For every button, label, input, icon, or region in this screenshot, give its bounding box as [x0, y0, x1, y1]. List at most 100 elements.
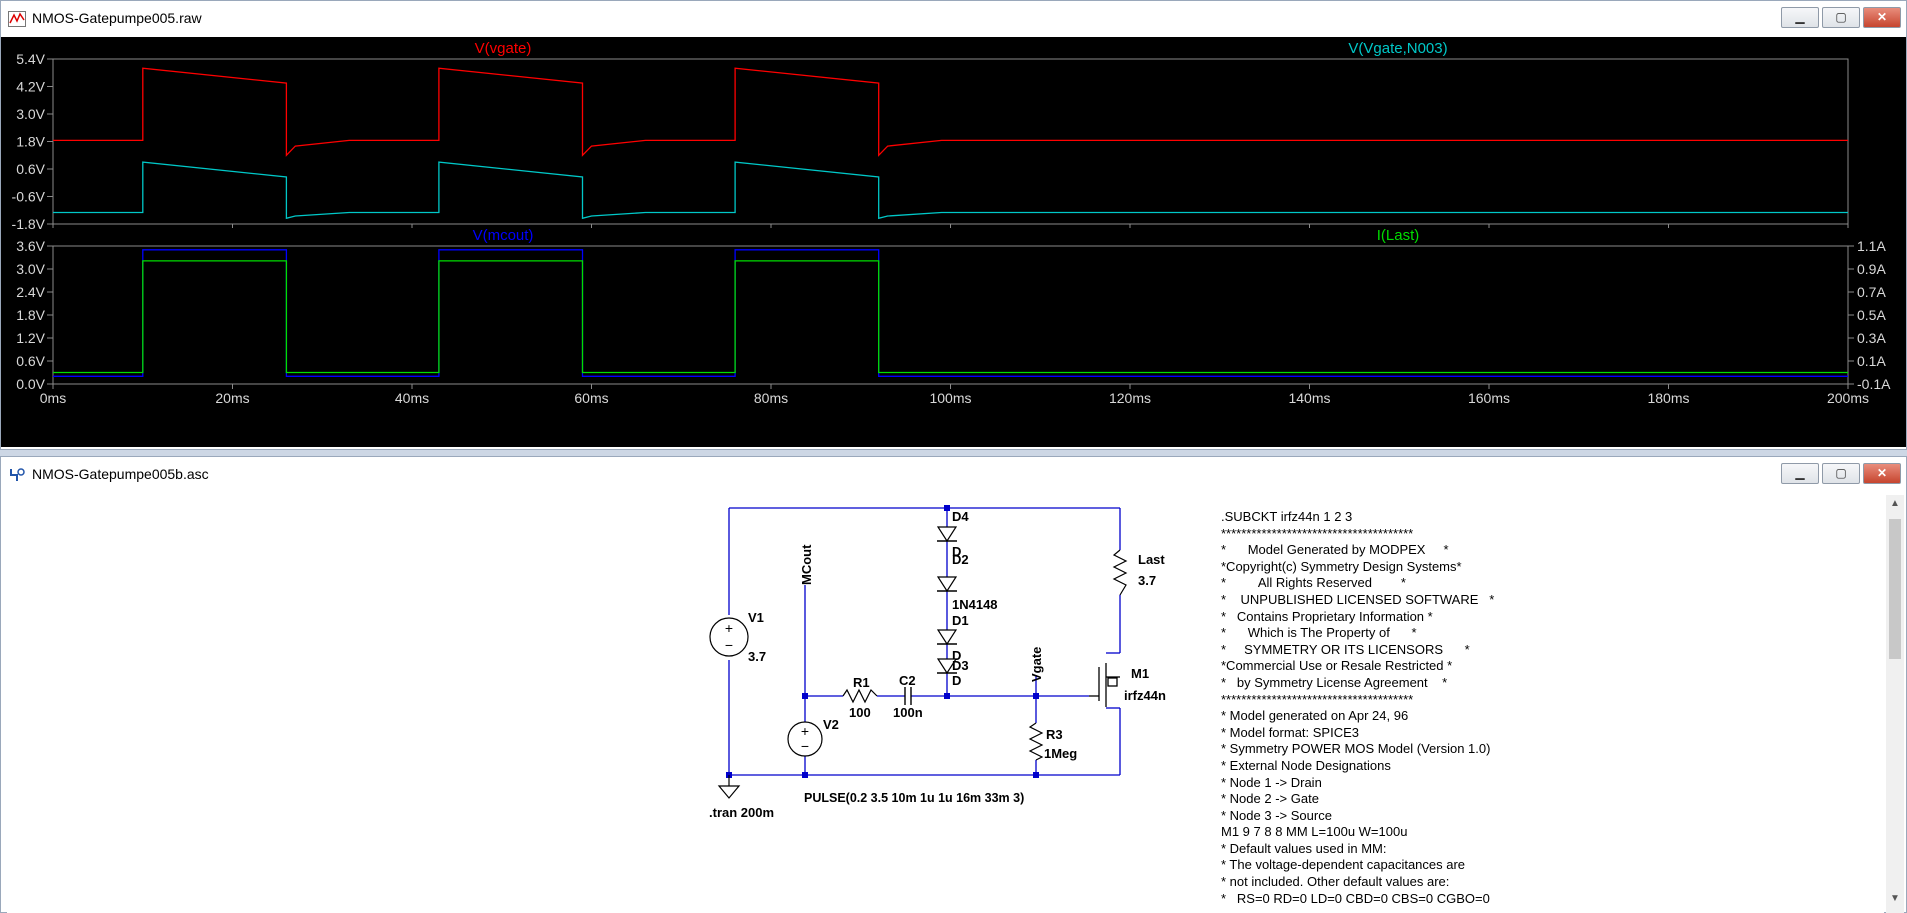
- x-tick-label: 180ms: [1647, 390, 1689, 406]
- v1-name: V1: [748, 610, 764, 625]
- tran-directive[interactable]: .tran 200m: [709, 805, 774, 820]
- svg-text:−: −: [725, 637, 733, 653]
- v1-source[interactable]: + −: [709, 617, 749, 657]
- v2-value: PULSE(0.2 3.5 10m 1u 1u 16m 33m 3): [804, 791, 1024, 805]
- spice-model-text[interactable]: .SUBCKT irfz44n 1 2 3*******************…: [1221, 509, 1494, 907]
- top-y-tick-label: 0.6V: [16, 161, 45, 177]
- maximize-button[interactable]: ▢: [1822, 7, 1860, 28]
- spice-line: .SUBCKT irfz44n 1 2 3: [1221, 509, 1353, 524]
- bottom-y-tick-label: 0.0V: [16, 376, 45, 392]
- waveform-plot[interactable]: V(vgate) V(Vgate,N003) V(mcout) I(Last) …: [1, 37, 1906, 447]
- spice-line: * Contains Proprietary Information *: [1221, 608, 1433, 624]
- spice-line: * SYMMETRY OR ITS LICENSORS *: [1221, 641, 1470, 657]
- ground-symbol[interactable]: [717, 775, 741, 799]
- schematic-drawing[interactable]: + − V1 3.7 + − V2 PULSE(0.2 3.5 10m 1u 1…: [7, 495, 1217, 913]
- d3-name: D3: [952, 658, 969, 673]
- d4-model: D: [952, 544, 961, 559]
- schematic-canvas[interactable]: + − V1 3.7 + − V2 PULSE(0.2 3.5 10m 1u 1…: [7, 495, 1884, 913]
- r3-name: R3: [1046, 727, 1063, 742]
- junction: [802, 772, 808, 778]
- bottom-y2-tick-label: -0.1A: [1857, 376, 1891, 392]
- x-tick-label: 160ms: [1468, 390, 1510, 406]
- maximize-button[interactable]: ▢: [1822, 463, 1860, 484]
- r1-resistor[interactable]: [842, 688, 878, 704]
- d4-diode[interactable]: [936, 526, 958, 543]
- bottom-y2-tick-label: 0.7A: [1857, 284, 1886, 300]
- net-label-vgate[interactable]: Vgate: [1029, 647, 1044, 682]
- c2-name: C2: [899, 673, 916, 688]
- last-name: Last: [1138, 552, 1165, 567]
- spice-line: * UNPUBLISHED LICENSED SOFTWARE *: [1221, 591, 1495, 607]
- bottom-y-tick-label: 1.2V: [16, 330, 45, 346]
- scroll-up-arrow-icon[interactable]: ▲: [1890, 498, 1900, 509]
- last-value: 3.7: [1138, 573, 1156, 588]
- close-button[interactable]: ✕: [1863, 463, 1901, 484]
- scroll-thumb[interactable]: [1889, 519, 1901, 659]
- bottom-y2-tick-label: 0.9A: [1857, 261, 1886, 277]
- junction: [802, 693, 808, 699]
- spice-line: * by Symmetry License Agreement *: [1221, 674, 1448, 690]
- vertical-scrollbar[interactable]: ▲ ▼: [1886, 495, 1904, 913]
- top-y-tick-label: 3.0V: [16, 106, 45, 122]
- last-resistor[interactable]: [1112, 549, 1128, 596]
- bottom-y-tick-label: 3.6V: [16, 238, 45, 254]
- d3-model: D: [952, 673, 961, 688]
- scroll-down-arrow-icon[interactable]: ▼: [1890, 893, 1900, 904]
- svg-text:+: +: [725, 620, 733, 636]
- schematic-window-title: NMOS-Gatepumpe005b.asc: [32, 466, 209, 482]
- r3-resistor[interactable]: [1028, 722, 1044, 761]
- legend-vgate-n003[interactable]: V(Vgate,N003): [1348, 40, 1447, 57]
- v2-name: V2: [823, 717, 839, 732]
- top-y-tick-label: -1.8V: [12, 216, 46, 232]
- close-button[interactable]: ✕: [1863, 7, 1901, 28]
- top-pane-frame[interactable]: [52, 58, 1849, 225]
- d2-name: D2: [952, 552, 969, 567]
- spice-line: * Model Generated by MODPEX *: [1221, 542, 1449, 558]
- spice-line: * Which is The Property of *: [1221, 625, 1417, 641]
- legend-vgate[interactable]: V(vgate): [475, 40, 532, 57]
- bottom-pane-frame[interactable]: [52, 245, 1849, 385]
- minimize-button[interactable]: ▁: [1781, 7, 1819, 28]
- legend-ilast[interactable]: I(Last): [1377, 227, 1420, 244]
- spice-line: *Copyright(c) Symmetry Design Systems*: [1221, 558, 1462, 574]
- junction: [1033, 693, 1039, 699]
- d1-diode[interactable]: [936, 629, 958, 646]
- d4-name: D4: [952, 509, 969, 524]
- top-y-tick-label: -0.6V: [12, 189, 46, 205]
- spice-line: * Model format: SPICE3: [1221, 724, 1359, 740]
- x-tick-label: 20ms: [215, 390, 249, 406]
- x-tick-label: 120ms: [1109, 390, 1151, 406]
- waveform-window-title: NMOS-Gatepumpe005.raw: [32, 10, 202, 26]
- bottom-y2-tick-label: 0.5A: [1857, 307, 1886, 323]
- x-tick-label: 0ms: [40, 390, 66, 406]
- d2-diode[interactable]: [936, 576, 958, 593]
- spice-line: * Node 1 -> Drain: [1221, 774, 1322, 790]
- bottom-y2-tick-label: 0.1A: [1857, 353, 1886, 369]
- svg-text:+: +: [801, 723, 809, 739]
- spice-line: M1 9 7 8 8 MM L=100u W=100u: [1221, 824, 1408, 840]
- legend-mcout[interactable]: V(mcout): [473, 227, 534, 244]
- bottom-y-tick-label: 2.4V: [16, 284, 45, 300]
- schematic-titlebar[interactable]: NMOS-Gatepumpe005b.asc ▁ ▢ ✕: [1, 457, 1906, 493]
- top-y-tick-label: 4.2V: [16, 79, 45, 95]
- plot-area[interactable]: V(vgate) V(Vgate,N003) V(mcout) I(Last) …: [1, 37, 1906, 447]
- bottom-y2-tick-label: 0.3A: [1857, 330, 1886, 346]
- minimize-button[interactable]: ▁: [1781, 463, 1819, 484]
- spice-line: * Node 3 -> Source: [1221, 807, 1332, 823]
- d3-diode[interactable]: [936, 658, 958, 675]
- top-y-tick-label: 5.4V: [16, 51, 45, 67]
- junction: [944, 505, 950, 511]
- d2-model: 1N4148: [952, 597, 998, 612]
- m1-mosfet[interactable]: [1089, 663, 1120, 707]
- c2-capacitor[interactable]: [904, 687, 912, 705]
- v2-source[interactable]: + −: [787, 721, 823, 757]
- bottom-y-tick-label: 3.0V: [16, 261, 45, 277]
- net-label-mcout[interactable]: MCout: [799, 544, 814, 585]
- x-tick-label: 140ms: [1288, 390, 1330, 406]
- r1-name: R1: [853, 675, 870, 690]
- x-tick-label: 80ms: [754, 390, 788, 406]
- spice-line: * not included. Other default values are…: [1221, 874, 1450, 890]
- spice-line: *Commercial Use or Resale Restricted *: [1221, 658, 1453, 674]
- waveform-titlebar[interactable]: NMOS-Gatepumpe005.raw ▁ ▢ ✕: [1, 1, 1906, 37]
- x-tick-label: 60ms: [574, 390, 608, 406]
